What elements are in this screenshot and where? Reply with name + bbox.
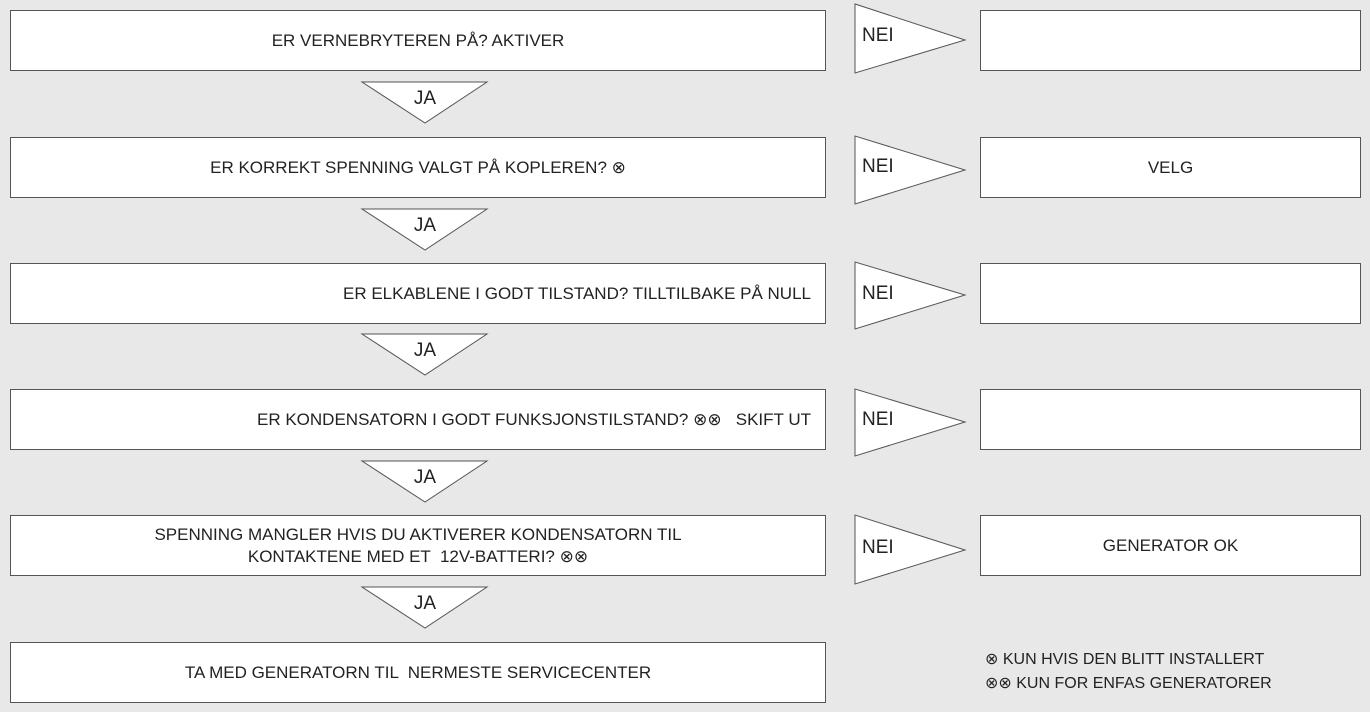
question-text-2: ER KORREKT SPENNING VALGT PÅ KOPLEREN? ⊗ [210, 157, 626, 177]
question-box-5: SPENNING MANGLER HVIS DU AKTIVERER KONDE… [10, 515, 826, 576]
ja-arrow-1 [360, 81, 489, 124]
final-action-text: TA MED GENERATORN TIL NERMESTE SERVICECE… [184, 662, 652, 682]
nei-pennant-4 [854, 388, 967, 457]
ja-label-5: JA [413, 593, 437, 614]
legend-note-1: ⊗ KUN HVIS DEN BLITT INSTALLERT [985, 651, 1265, 668]
result-text-5: GENERATOR OK [1102, 535, 1239, 555]
legend-note-2: ⊗⊗ KUN FOR ENFAS GENERATORER [985, 675, 1272, 692]
question-box-3: ER ELKABLENE I GODT TILSTAND? TILLTILBAK… [10, 263, 826, 324]
nei-label-4: NEI [862, 409, 894, 430]
ja-arrow-4 [360, 460, 489, 503]
nei-pennant-3 [854, 261, 967, 330]
ja-arrow-5 [360, 586, 489, 629]
ja-arrow-2 [360, 208, 489, 251]
nei-label-1: NEI [862, 25, 894, 46]
ja-arrow-3 [360, 333, 489, 376]
question-text-5-line1: SPENNING MANGLER HVIS DU AKTIVERER KONDE… [154, 524, 682, 544]
question-text-5-line2: KONTAKTENE MED ET 12V-BATTERI? ⊗⊗ [247, 546, 589, 566]
result-box-2: VELG [980, 137, 1361, 198]
result-box-5: GENERATOR OK [980, 515, 1361, 576]
nei-label-3: NEI [862, 283, 894, 304]
result-box-1 [980, 10, 1361, 71]
nei-pennant-5 [854, 514, 967, 585]
final-action-box: TA MED GENERATORN TIL NERMESTE SERVICECE… [10, 642, 826, 703]
nei-label-5: NEI [862, 537, 894, 558]
question-text-4: ER KONDENSATORN I GODT FUNKSJONSTILSTAND… [257, 409, 811, 429]
ja-label-1: JA [413, 88, 437, 109]
ja-label-4: JA [413, 467, 437, 488]
nei-label-2: NEI [862, 156, 894, 177]
ja-label-2: JA [413, 215, 437, 236]
question-text-1: ER VERNEBRYTEREN PÅ? AKTIVER [271, 30, 565, 50]
question-box-4: ER KONDENSATORN I GODT FUNKSJONSTILSTAND… [10, 389, 826, 450]
ja-label-3: JA [413, 340, 437, 361]
result-box-4 [980, 389, 1361, 450]
nei-pennant-1 [854, 3, 967, 74]
result-text-2: VELG [1147, 157, 1194, 177]
question-box-2: ER KORREKT SPENNING VALGT PÅ KOPLEREN? ⊗ [10, 137, 826, 198]
result-box-3 [980, 263, 1361, 324]
nei-pennant-2 [854, 135, 967, 205]
question-text-3: ER ELKABLENE I GODT TILSTAND? TILLTILBAK… [343, 283, 811, 303]
question-box-1: ER VERNEBRYTEREN PÅ? AKTIVER [10, 10, 826, 71]
